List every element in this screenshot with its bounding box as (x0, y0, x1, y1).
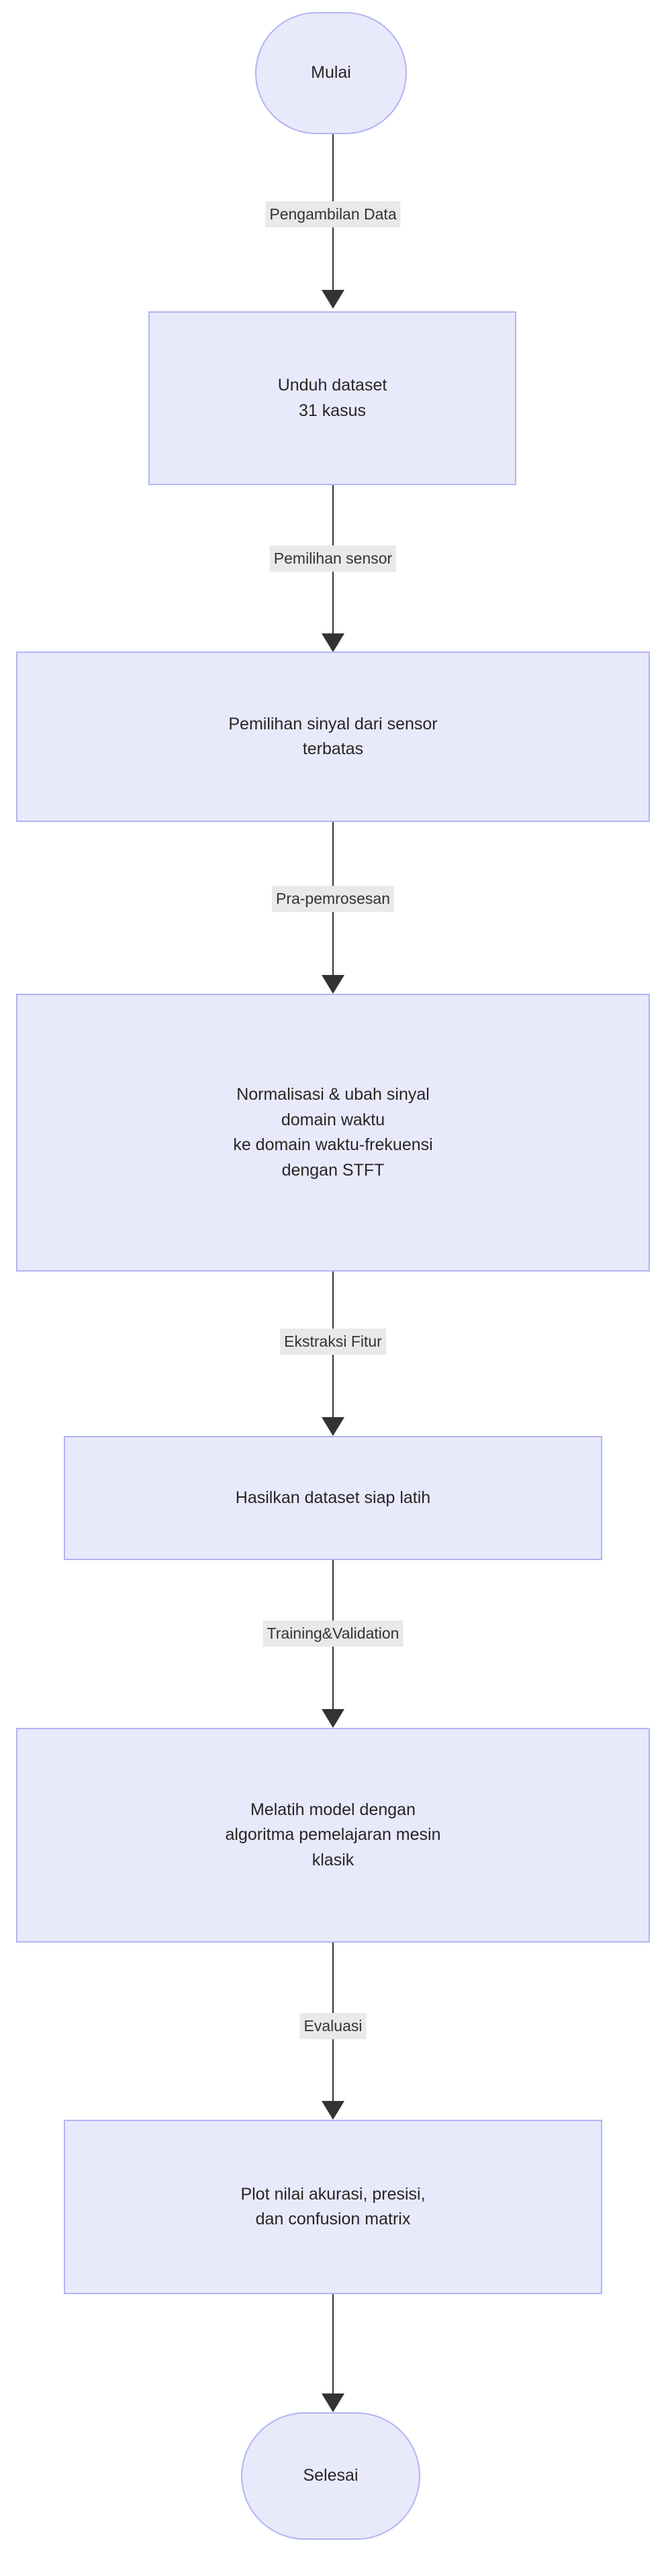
edge-label-pemilihan-sensor: Pemilihan sensor (269, 546, 397, 572)
edge-plot-end-arrow (322, 2393, 344, 2412)
edge-label-pengambilan-data: Pengambilan Data (265, 201, 401, 227)
node-preprocessing-stft-label: Normalisasi & ubah sinyal domain waktu k… (233, 1085, 433, 1180)
node-end-label: Selesai (303, 2466, 359, 2485)
node-plot-metrics-label: Plot nilai akurasi, presisi, dan confusi… (240, 2184, 426, 2229)
node-start-label: Mulai (311, 63, 351, 83)
edge-start-download-arrow (322, 290, 344, 309)
node-ready-dataset-label: Hasilkan dataset siap latih (235, 1488, 431, 1507)
edge-label-ekstraksi-fitur: Ekstraksi Fitur (280, 1329, 386, 1355)
node-signal-selection-label: Pemilihan sinyal dari sensor terbatas (228, 714, 438, 759)
edge-dataset-train-arrow (322, 1709, 344, 1728)
node-train-model-label: Melatih model dengan algoritma pemelajar… (225, 1800, 441, 1869)
node-train-model[interactable]: Melatih model dengan algoritma pemelajar… (16, 1728, 650, 1943)
node-signal-selection[interactable]: Pemilihan sinyal dari sensor terbatas (16, 652, 650, 822)
edge-select-preprocess-arrow (322, 975, 344, 994)
edge-download-select-arrow (322, 633, 344, 652)
edge-label-pra-pemrosesan: Pra-pemrosesan (271, 886, 395, 912)
node-ready-dataset[interactable]: Hasilkan dataset siap latih (64, 1436, 602, 1560)
node-start[interactable]: Mulai (255, 12, 407, 134)
node-download-dataset-label: Unduh dataset 31 kasus (277, 376, 387, 420)
edge-train-plot-arrow (322, 2101, 344, 2120)
node-preprocessing-stft[interactable]: Normalisasi & ubah sinyal domain waktu k… (16, 994, 650, 1272)
edge-preprocess-dataset-arrow (322, 1417, 344, 1436)
edge-plot-end-line (332, 2294, 334, 2393)
node-end[interactable]: Selesai (241, 2412, 420, 2540)
node-download-dataset[interactable]: Unduh dataset 31 kasus (148, 311, 516, 485)
edge-label-training-validation: Training&Validation (263, 1620, 403, 1647)
edge-label-evaluasi: Evaluasi (299, 2013, 367, 2039)
node-plot-metrics[interactable]: Plot nilai akurasi, presisi, dan confusi… (64, 2120, 602, 2294)
